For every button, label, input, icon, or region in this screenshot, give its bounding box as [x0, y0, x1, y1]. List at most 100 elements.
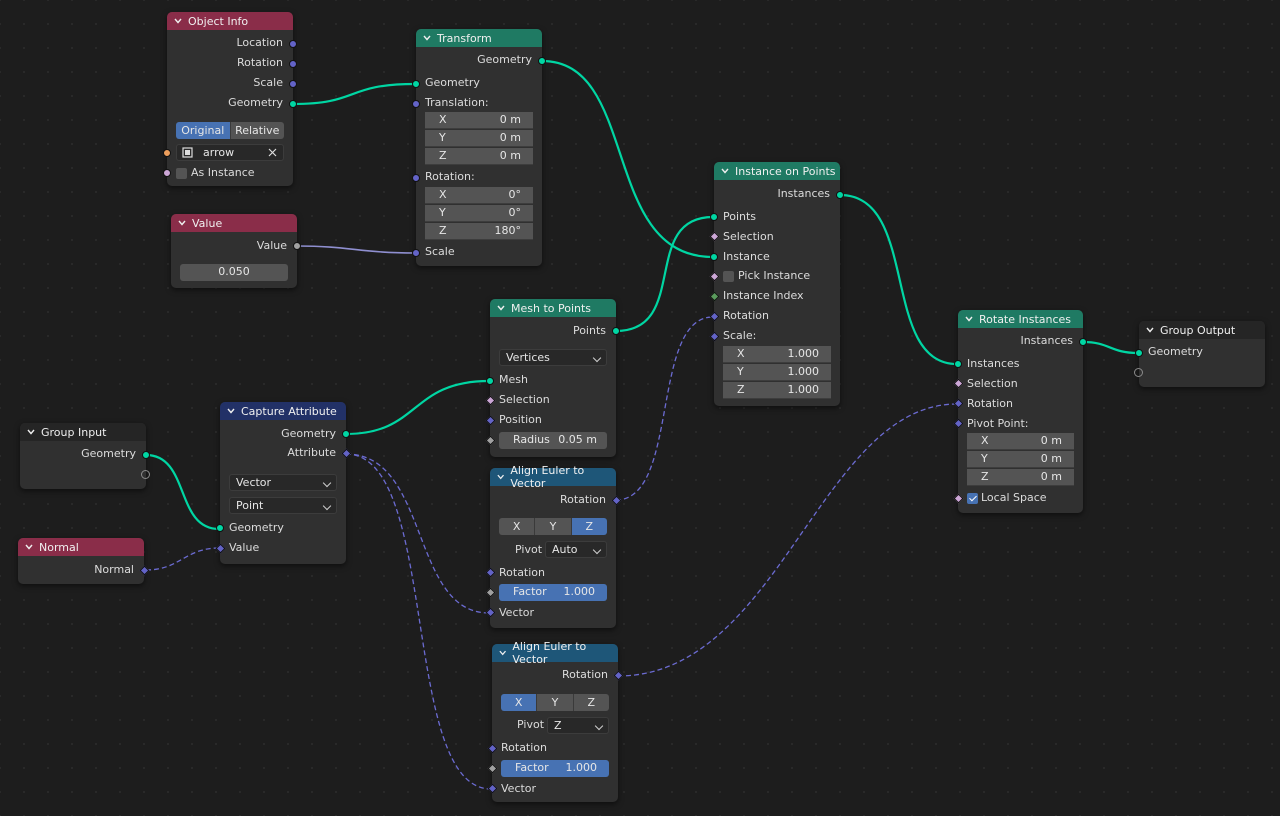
axis-y-button[interactable]: Y — [537, 694, 574, 711]
socket-rotation-in[interactable] — [487, 743, 498, 754]
node-header[interactable]: Group Input — [20, 423, 146, 441]
socket-instance-index-in[interactable] — [709, 291, 720, 302]
socket-object-in[interactable] — [163, 149, 171, 157]
node-header[interactable]: Mesh to Points — [490, 299, 616, 317]
pivot-dropdown[interactable]: Z — [547, 717, 609, 734]
socket-pivot-in[interactable] — [953, 418, 964, 429]
socket-selection-in[interactable] — [953, 378, 964, 389]
chevron-down-icon[interactable] — [177, 218, 187, 228]
axis-x-button[interactable]: X — [501, 694, 538, 711]
socket-mesh-in[interactable] — [486, 377, 494, 385]
chevron-down-icon[interactable] — [24, 542, 34, 552]
node-object-info[interactable]: Object Info Location Rotation Scale Geom… — [163, 12, 297, 186]
chevron-down-icon[interactable] — [498, 648, 507, 658]
chevron-down-icon[interactable] — [496, 303, 506, 313]
chevron-down-icon[interactable] — [720, 166, 730, 176]
chevron-down-icon[interactable] — [173, 16, 183, 26]
socket-geometry-out[interactable] — [342, 430, 350, 438]
socket-pick-instance-in[interactable] — [709, 271, 720, 282]
socket-geometry-in[interactable] — [216, 524, 224, 532]
socket-as-instance-in[interactable] — [163, 169, 171, 177]
as-instance-checkbox[interactable] — [176, 168, 187, 179]
socket-factor-in[interactable] — [485, 587, 496, 598]
socket-value-in[interactable] — [215, 543, 226, 554]
value-field[interactable]: 0.050 — [180, 264, 288, 281]
object-selector[interactable]: arrow — [176, 144, 284, 161]
mode-relative-button[interactable]: Relative — [230, 122, 284, 139]
socket-rotation-in[interactable] — [953, 398, 964, 409]
node-rotate-instances[interactable]: Rotate Instances Instances Instances Sel… — [953, 310, 1087, 513]
socket-scale-in[interactable] — [412, 249, 420, 257]
socket-geometry-out[interactable] — [289, 100, 297, 108]
axis-x-button[interactable]: X — [499, 518, 536, 535]
node-header[interactable]: Normal — [18, 538, 144, 556]
socket-radius-in[interactable] — [485, 435, 496, 446]
socket-points-out[interactable] — [612, 327, 620, 335]
node-capture-attribute[interactable]: Capture Attribute Geometry Attribute Vec… — [215, 402, 352, 564]
domain-dropdown[interactable]: Point — [229, 497, 337, 514]
chevron-down-icon[interactable] — [1145, 325, 1155, 335]
axis-y-button[interactable]: Y — [535, 518, 572, 535]
socket-normal-out[interactable] — [139, 565, 150, 576]
socket-vector-in[interactable] — [485, 607, 496, 618]
socket-selection-in[interactable] — [485, 395, 496, 406]
node-group-input[interactable]: Group Input Geometry — [20, 423, 150, 489]
socket-geometry-in[interactable] — [412, 80, 420, 88]
node-value[interactable]: Value Value 0.050 — [171, 214, 301, 288]
socket-geometry-out[interactable] — [538, 57, 546, 65]
pick-instance-checkbox[interactable] — [723, 271, 734, 282]
socket-local-space-in[interactable] — [953, 493, 964, 504]
node-header[interactable]: Align Euler to Vector — [492, 640, 618, 666]
socket-geometry-in[interactable] — [1135, 349, 1143, 357]
socket-location[interactable] — [289, 40, 297, 48]
chevron-down-icon[interactable] — [496, 472, 505, 482]
socket-scale-in[interactable] — [709, 331, 720, 342]
mode-original-button[interactable]: Original — [176, 122, 231, 139]
node-align-euler-1[interactable]: Align Euler to Vector Rotation X Y Z Piv… — [485, 464, 622, 628]
axis-z-button[interactable]: Z — [571, 518, 607, 535]
socket-selection-in[interactable] — [709, 231, 720, 242]
node-header[interactable]: Object Info — [167, 12, 293, 30]
node-header[interactable]: Value — [171, 214, 297, 232]
node-header[interactable]: Group Output — [1139, 321, 1265, 339]
chevron-down-icon[interactable] — [26, 427, 36, 437]
socket-scale[interactable] — [289, 80, 297, 88]
socket-value-out[interactable] — [293, 242, 301, 250]
node-header[interactable]: Instance on Points — [714, 162, 840, 180]
socket-instances-in[interactable] — [954, 360, 962, 368]
socket-empty-in[interactable] — [1134, 368, 1143, 377]
socket-rotation-in[interactable] — [412, 174, 420, 182]
socket-instances-out[interactable] — [1079, 338, 1087, 346]
data-type-dropdown[interactable]: Vector — [229, 474, 337, 491]
node-normal[interactable]: Normal Normal — [18, 538, 150, 584]
axis-selector[interactable]: X Y Z — [501, 694, 609, 711]
chevron-down-icon[interactable] — [226, 406, 236, 416]
node-transform[interactable]: Transform Geometry Geometry Translation:… — [412, 29, 546, 266]
socket-rotation-out[interactable] — [611, 495, 622, 506]
axis-selector[interactable]: X Y Z — [499, 518, 607, 535]
chevron-down-icon[interactable] — [422, 33, 432, 43]
socket-attribute-out[interactable] — [341, 448, 352, 459]
socket-factor-in[interactable] — [487, 763, 498, 774]
socket-vector-in[interactable] — [487, 783, 498, 794]
socket-points-in[interactable] — [710, 213, 718, 221]
socket-rotation-in[interactable] — [709, 311, 720, 322]
mode-dropdown[interactable]: Vertices — [499, 349, 607, 366]
node-header[interactable]: Align Euler to Vector — [490, 464, 616, 490]
node-group-output[interactable]: Group Output Geometry — [1134, 321, 1265, 387]
local-space-checkbox[interactable] — [967, 493, 978, 504]
node-align-euler-2[interactable]: Align Euler to Vector Rotation X Y Z Piv… — [487, 640, 624, 802]
socket-instance-in[interactable] — [710, 253, 718, 261]
